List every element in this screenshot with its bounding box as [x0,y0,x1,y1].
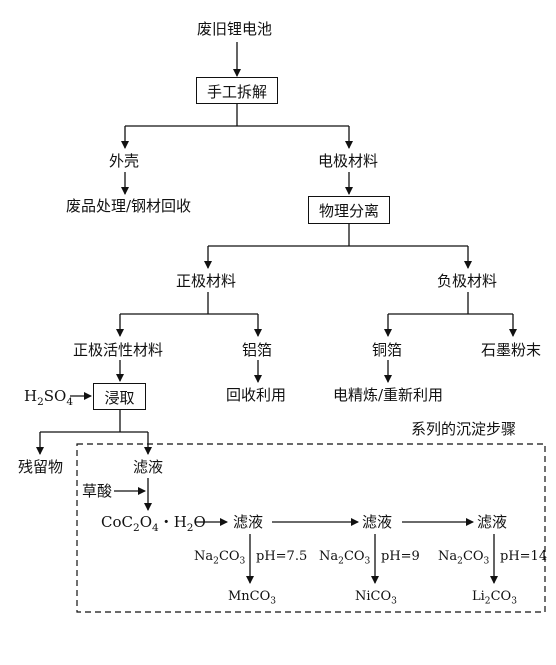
reagent-na2co3-1: Na2CO3 [194,549,246,567]
node-cathode: 正极材料 [176,272,237,290]
node-shell: 外壳 [109,152,140,170]
reagent-na2co3-3: Na2CO3 [438,549,490,567]
node-smelt: 电精炼/重新利用 [333,386,444,404]
node-waste: 废品处理/钢材回收 [66,197,192,215]
node-residue: 残留物 [18,458,64,476]
node-series-label: 系列的沉淀步骤 [411,420,517,438]
node-oxalic: 草酸 [82,482,113,500]
node-manual-box: 手工拆解 [196,77,278,104]
node-h2so4: H2SO4 [24,387,74,408]
node-recycle: 回收利用 [226,386,287,404]
series-dashed-box [76,443,546,613]
node-battery: 废旧锂电池 [197,20,273,38]
node-leach-box: 浸取 [93,383,146,410]
node-physical-box: 物理分离 [308,196,390,224]
product-mnco3: MnCO3 [228,589,277,607]
node-coc2o4: CoC2O4・H2O [101,513,206,534]
node-al: 铝箔 [242,341,273,359]
product-nico3: NiCO3 [355,589,397,607]
node-cu: 铜箔 [372,341,403,359]
node-graphite: 石墨粉末 [481,341,542,359]
ph-label-2: pH=9 [381,549,420,564]
node-filtrate-1: 滤液 [233,513,264,531]
node-anode: 负极材料 [437,272,498,290]
ph-label-3: pH=14 [500,549,548,564]
reagent-na2co3-2: Na2CO3 [319,549,371,567]
product-li2co3: Li2CO3 [472,589,517,607]
node-active: 正极活性材料 [73,341,164,359]
node-filtrate-3: 滤液 [477,513,508,531]
node-filtrate-2: 滤液 [362,513,393,531]
node-electrode: 电极材料 [318,152,379,170]
node-filtrate-0: 滤液 [133,458,164,476]
ph-label-1: pH=7.5 [256,549,308,564]
